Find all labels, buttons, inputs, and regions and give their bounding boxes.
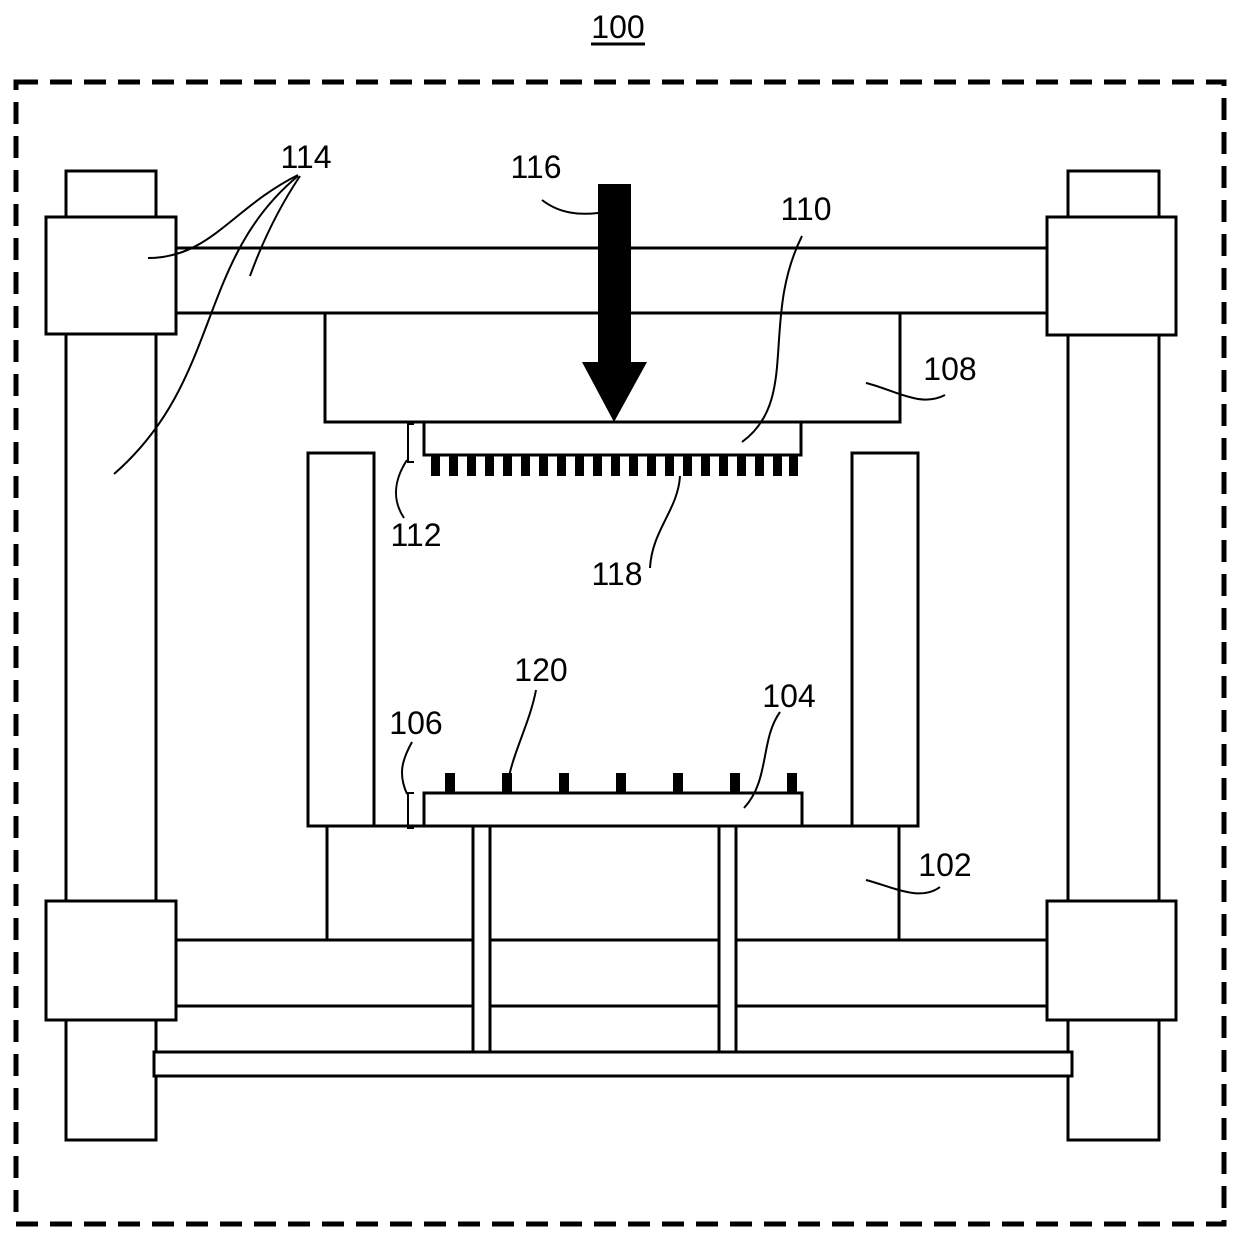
substrate-bump <box>616 773 626 793</box>
leader-106 <box>402 742 412 794</box>
slider-block-bottom-left <box>46 901 176 1020</box>
slider-block-top-right <box>1047 217 1176 335</box>
label-106: 106 <box>389 705 442 741</box>
support-rod-left <box>473 826 490 1052</box>
right-side-column <box>852 453 918 826</box>
substrate-bump <box>673 773 683 793</box>
die-pin <box>611 455 620 476</box>
die-pin <box>449 455 458 476</box>
die-pin <box>575 455 584 476</box>
die-pin <box>683 455 692 476</box>
leader-116 <box>542 200 598 214</box>
substrate-bumps-120 <box>445 773 797 793</box>
substrate-bump <box>787 773 797 793</box>
die-pin <box>737 455 746 476</box>
figure-title: 100 <box>591 9 644 45</box>
die-pin <box>665 455 674 476</box>
die-pin <box>755 455 764 476</box>
label-108: 108 <box>923 351 976 387</box>
die-pin <box>789 455 798 476</box>
support-rod-right <box>719 826 736 1052</box>
substrate-bump <box>730 773 740 793</box>
die-pin <box>539 455 548 476</box>
substrate-bump <box>559 773 569 793</box>
bracket-112 <box>408 424 414 462</box>
substrate-104 <box>424 793 802 826</box>
die-pin <box>467 455 476 476</box>
leader-118 <box>650 476 680 568</box>
die-pin <box>521 455 530 476</box>
die-pin <box>431 455 440 476</box>
label-104: 104 <box>762 678 815 714</box>
die-110 <box>424 422 801 455</box>
die-pin <box>719 455 728 476</box>
left-side-column <box>308 453 374 826</box>
die-pin <box>503 455 512 476</box>
leader-120 <box>508 690 536 781</box>
die-pin <box>593 455 602 476</box>
label-118: 118 <box>591 556 642 592</box>
substrate-bump <box>445 773 455 793</box>
bottom-rail <box>154 1052 1072 1076</box>
label-112: 112 <box>390 517 441 553</box>
die-pins-118 <box>431 455 798 476</box>
label-116: 116 <box>510 149 561 185</box>
die-pin <box>773 455 782 476</box>
bracket-106 <box>408 793 414 828</box>
substrate-bump <box>502 773 512 793</box>
label-120: 120 <box>514 652 567 688</box>
lower-crossbar <box>150 940 1080 1006</box>
label-102: 102 <box>918 847 971 883</box>
label-114: 114 <box>280 139 331 175</box>
die-pin <box>701 455 710 476</box>
die-pin <box>557 455 566 476</box>
leader-112 <box>396 460 407 518</box>
label-110: 110 <box>780 191 831 227</box>
slider-block-bottom-right <box>1047 901 1176 1020</box>
die-pin <box>647 455 656 476</box>
lower-base-102 <box>327 826 899 940</box>
slider-block-top-left <box>46 217 176 334</box>
die-pin <box>485 455 494 476</box>
die-pin <box>629 455 638 476</box>
